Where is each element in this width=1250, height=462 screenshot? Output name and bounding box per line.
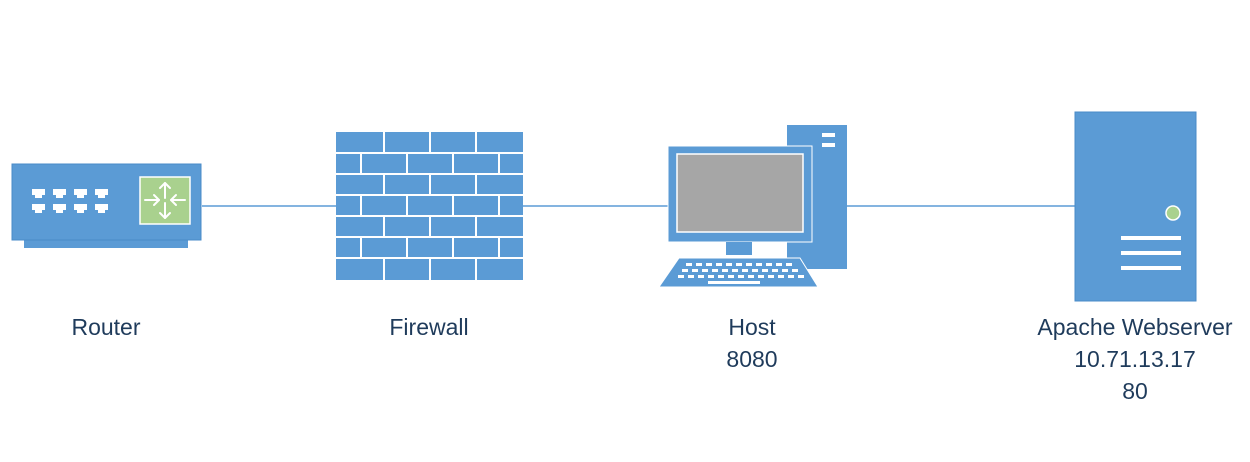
webserver-label: Apache Webserver 10.71.13.17 80 — [1025, 311, 1245, 407]
desktop-computer-icon — [658, 125, 847, 288]
router-ports-icon — [32, 189, 108, 213]
webserver-port-line: 80 — [1122, 378, 1148, 404]
host-label-line: Host — [728, 314, 776, 340]
server-status-indicator — [1165, 205, 1181, 221]
router-label-line: Router — [71, 314, 141, 340]
desktop-screen — [676, 153, 804, 233]
host-port-line: 8080 — [726, 346, 778, 372]
router-arrows-icon — [139, 176, 191, 225]
router-label: Router — [46, 311, 166, 343]
firewall-label-line: Firewall — [389, 314, 469, 340]
firewall-icon — [336, 132, 523, 280]
webserver-ip-line: 10.71.13.17 — [1074, 346, 1196, 372]
server-tower-icon — [1074, 111, 1197, 302]
host-label: Host 8080 — [692, 311, 812, 375]
router-icon — [11, 163, 202, 248]
firewall-label: Firewall — [369, 311, 489, 343]
webserver-label-line: Apache Webserver — [1037, 314, 1233, 340]
